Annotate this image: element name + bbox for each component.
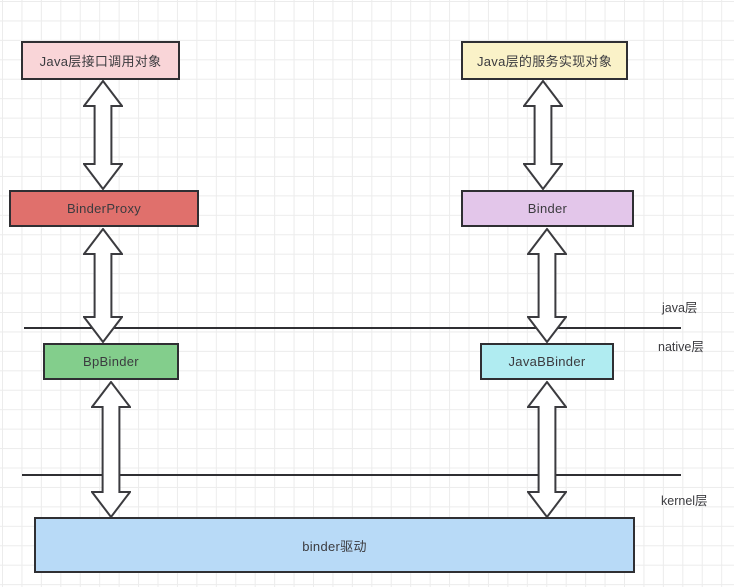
node-binder-driver[interactable]: binder驱动: [34, 517, 635, 573]
node-bp-binder[interactable]: BpBinder: [43, 343, 179, 380]
double-headed-arrow-icon: [91, 381, 131, 518]
arrow-service-object-to-binder: [523, 80, 563, 190]
node-binder[interactable]: Binder: [461, 190, 634, 227]
layer-label-native: native层: [658, 340, 704, 354]
arrow-javabbinder-to-driver: [527, 381, 567, 518]
node-java-service-impl-object[interactable]: Java层的服务实现对象: [461, 41, 628, 80]
divider-java-native: [24, 327, 681, 329]
layer-label-java: java层: [662, 301, 698, 315]
node-java-interface-proxy-object[interactable]: Java层接口调用对象: [21, 41, 180, 80]
arrow-proxy-object-to-binderproxy: [83, 80, 123, 190]
double-headed-arrow-icon: [527, 228, 567, 343]
arrow-binder-to-javabbinder: [527, 228, 567, 343]
arrow-binderproxy-to-bpbinder: [83, 228, 123, 343]
node-java-b-binder[interactable]: JavaBBinder: [480, 343, 614, 380]
layer-label-kernel: kernel层: [661, 494, 708, 508]
double-headed-arrow-icon: [523, 80, 563, 190]
divider-native-kernel: [22, 474, 681, 476]
arrow-bpbinder-to-driver: [91, 381, 131, 518]
double-headed-arrow-icon: [83, 80, 123, 190]
double-headed-arrow-icon: [83, 228, 123, 343]
node-binder-proxy[interactable]: BinderProxy: [9, 190, 199, 227]
double-headed-arrow-icon: [527, 381, 567, 518]
